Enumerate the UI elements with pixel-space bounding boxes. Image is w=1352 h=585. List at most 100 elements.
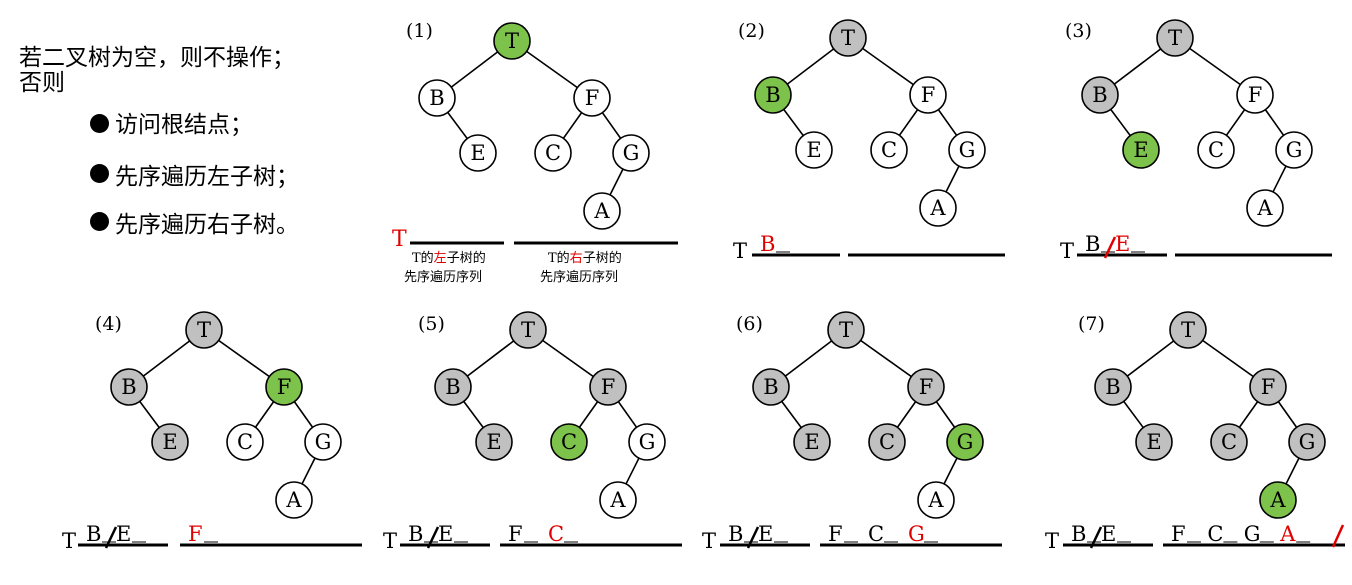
- step-label: (7): [1078, 313, 1105, 335]
- left-seq-letter: E: [758, 522, 773, 546]
- tree-node-label: F: [277, 375, 292, 399]
- tree-node-label: E: [804, 430, 819, 454]
- tree-node-e: [795, 131, 833, 169]
- tree-node-c: [1210, 423, 1248, 461]
- tree-node-c: [226, 423, 264, 461]
- tree-node-b: [1081, 76, 1119, 114]
- left-seq-letter: B: [1071, 522, 1086, 546]
- tree-node-label: E: [470, 141, 485, 165]
- tree-node-f: [589, 368, 627, 406]
- left-seq-letter: B: [86, 522, 101, 546]
- right-seq-letter: F: [508, 522, 523, 546]
- completion-slash: [426, 526, 440, 549]
- right-seq-letter: G: [1244, 522, 1261, 546]
- tree-node-label: T: [505, 29, 519, 53]
- intro-line-1: 若二叉树为空，则不操作；: [19, 45, 295, 71]
- tree-node-e: [793, 423, 831, 461]
- left-seq-letter: E: [116, 522, 131, 546]
- tree-node-label: G: [959, 138, 976, 162]
- tree-node-label: F: [585, 86, 600, 110]
- tree-node-label: E: [162, 430, 177, 454]
- tree-node-label: C: [237, 430, 253, 454]
- tree-node-label: A: [285, 488, 302, 512]
- completion-slash: [1103, 236, 1117, 259]
- tree-node-label: C: [561, 430, 577, 454]
- left-seq-letter: B: [728, 522, 743, 546]
- tree-node-t: [829, 19, 867, 57]
- tree-node-a: [599, 481, 637, 519]
- tree-node-t: [827, 311, 865, 349]
- tree-node-label: A: [929, 196, 946, 220]
- tree-node-label: F: [919, 375, 934, 399]
- tree-node-c: [870, 131, 908, 169]
- seq-root-letter: T: [1060, 239, 1074, 263]
- tree-node-f: [265, 368, 303, 406]
- tree-node-label: G: [1299, 430, 1316, 454]
- tree-node-label: T: [197, 318, 211, 342]
- tree-node-f: [1236, 76, 1274, 114]
- left-seq-letter: E: [1115, 232, 1130, 256]
- tree-node-label: C: [1221, 430, 1237, 454]
- tree-node-label: B: [121, 375, 136, 399]
- tree-node-label: B: [765, 83, 780, 107]
- tree-node-e: [459, 134, 497, 172]
- tree-node-b: [1094, 368, 1132, 406]
- tree-node-f: [573, 79, 611, 117]
- completion-slash: [746, 526, 760, 549]
- legend-right-caption: 先序遍历序列: [540, 269, 618, 285]
- bullet-right-subtree: 先序遍历右子树。: [115, 212, 299, 238]
- tree-node-label: B: [1105, 375, 1120, 399]
- tree-node-label: E: [1133, 138, 1148, 162]
- tree-node-g: [946, 423, 984, 461]
- tree-node-g: [612, 134, 650, 172]
- intro-line-2: 否则: [19, 70, 65, 96]
- tree-node-t: [509, 311, 547, 349]
- tree-node-g: [1275, 131, 1313, 169]
- tree-node-label: F: [921, 83, 936, 107]
- right-seq-letter: F: [828, 522, 843, 546]
- tree-node-b: [418, 79, 456, 117]
- tree-node-t: [185, 311, 223, 349]
- tree-node-a: [919, 189, 957, 227]
- tree-node-b: [752, 368, 790, 406]
- step-label: (3): [1065, 20, 1092, 42]
- tree-node-label: T: [521, 318, 535, 342]
- tree-node-label: B: [763, 375, 778, 399]
- seq-root-letter: T: [702, 529, 716, 553]
- legend-left-caption: 先序遍历序列: [404, 269, 482, 285]
- tree-node-label: G: [315, 430, 332, 454]
- completion-slash: [1331, 524, 1345, 548]
- bullet-dot: [90, 212, 109, 231]
- completion-slash: [104, 526, 118, 549]
- bullet-dot: [90, 114, 109, 133]
- right-seq-letter: C: [1207, 522, 1223, 546]
- bullet-visit-root: 访问根结点；: [115, 112, 253, 138]
- bullet-dot: [90, 164, 109, 183]
- tree-node-c: [534, 134, 572, 172]
- tree-node-label: G: [957, 430, 974, 454]
- tree-node-label: A: [927, 488, 944, 512]
- tree-node-b: [754, 76, 792, 114]
- left-seq-letter: B: [1085, 232, 1100, 256]
- seq-root-letter: T: [383, 529, 397, 553]
- tree-node-f: [907, 368, 945, 406]
- tree-node-label: E: [486, 430, 501, 454]
- tree-node-e: [1122, 131, 1160, 169]
- tree-node-label: C: [1208, 138, 1224, 162]
- tree-node-label: C: [881, 138, 897, 162]
- legend-left-title: T的左子树的: [412, 250, 486, 266]
- step-label: (6): [736, 313, 763, 335]
- tree-node-f: [909, 76, 947, 114]
- tree-node-t: [493, 22, 531, 60]
- step-label: (1): [406, 20, 433, 42]
